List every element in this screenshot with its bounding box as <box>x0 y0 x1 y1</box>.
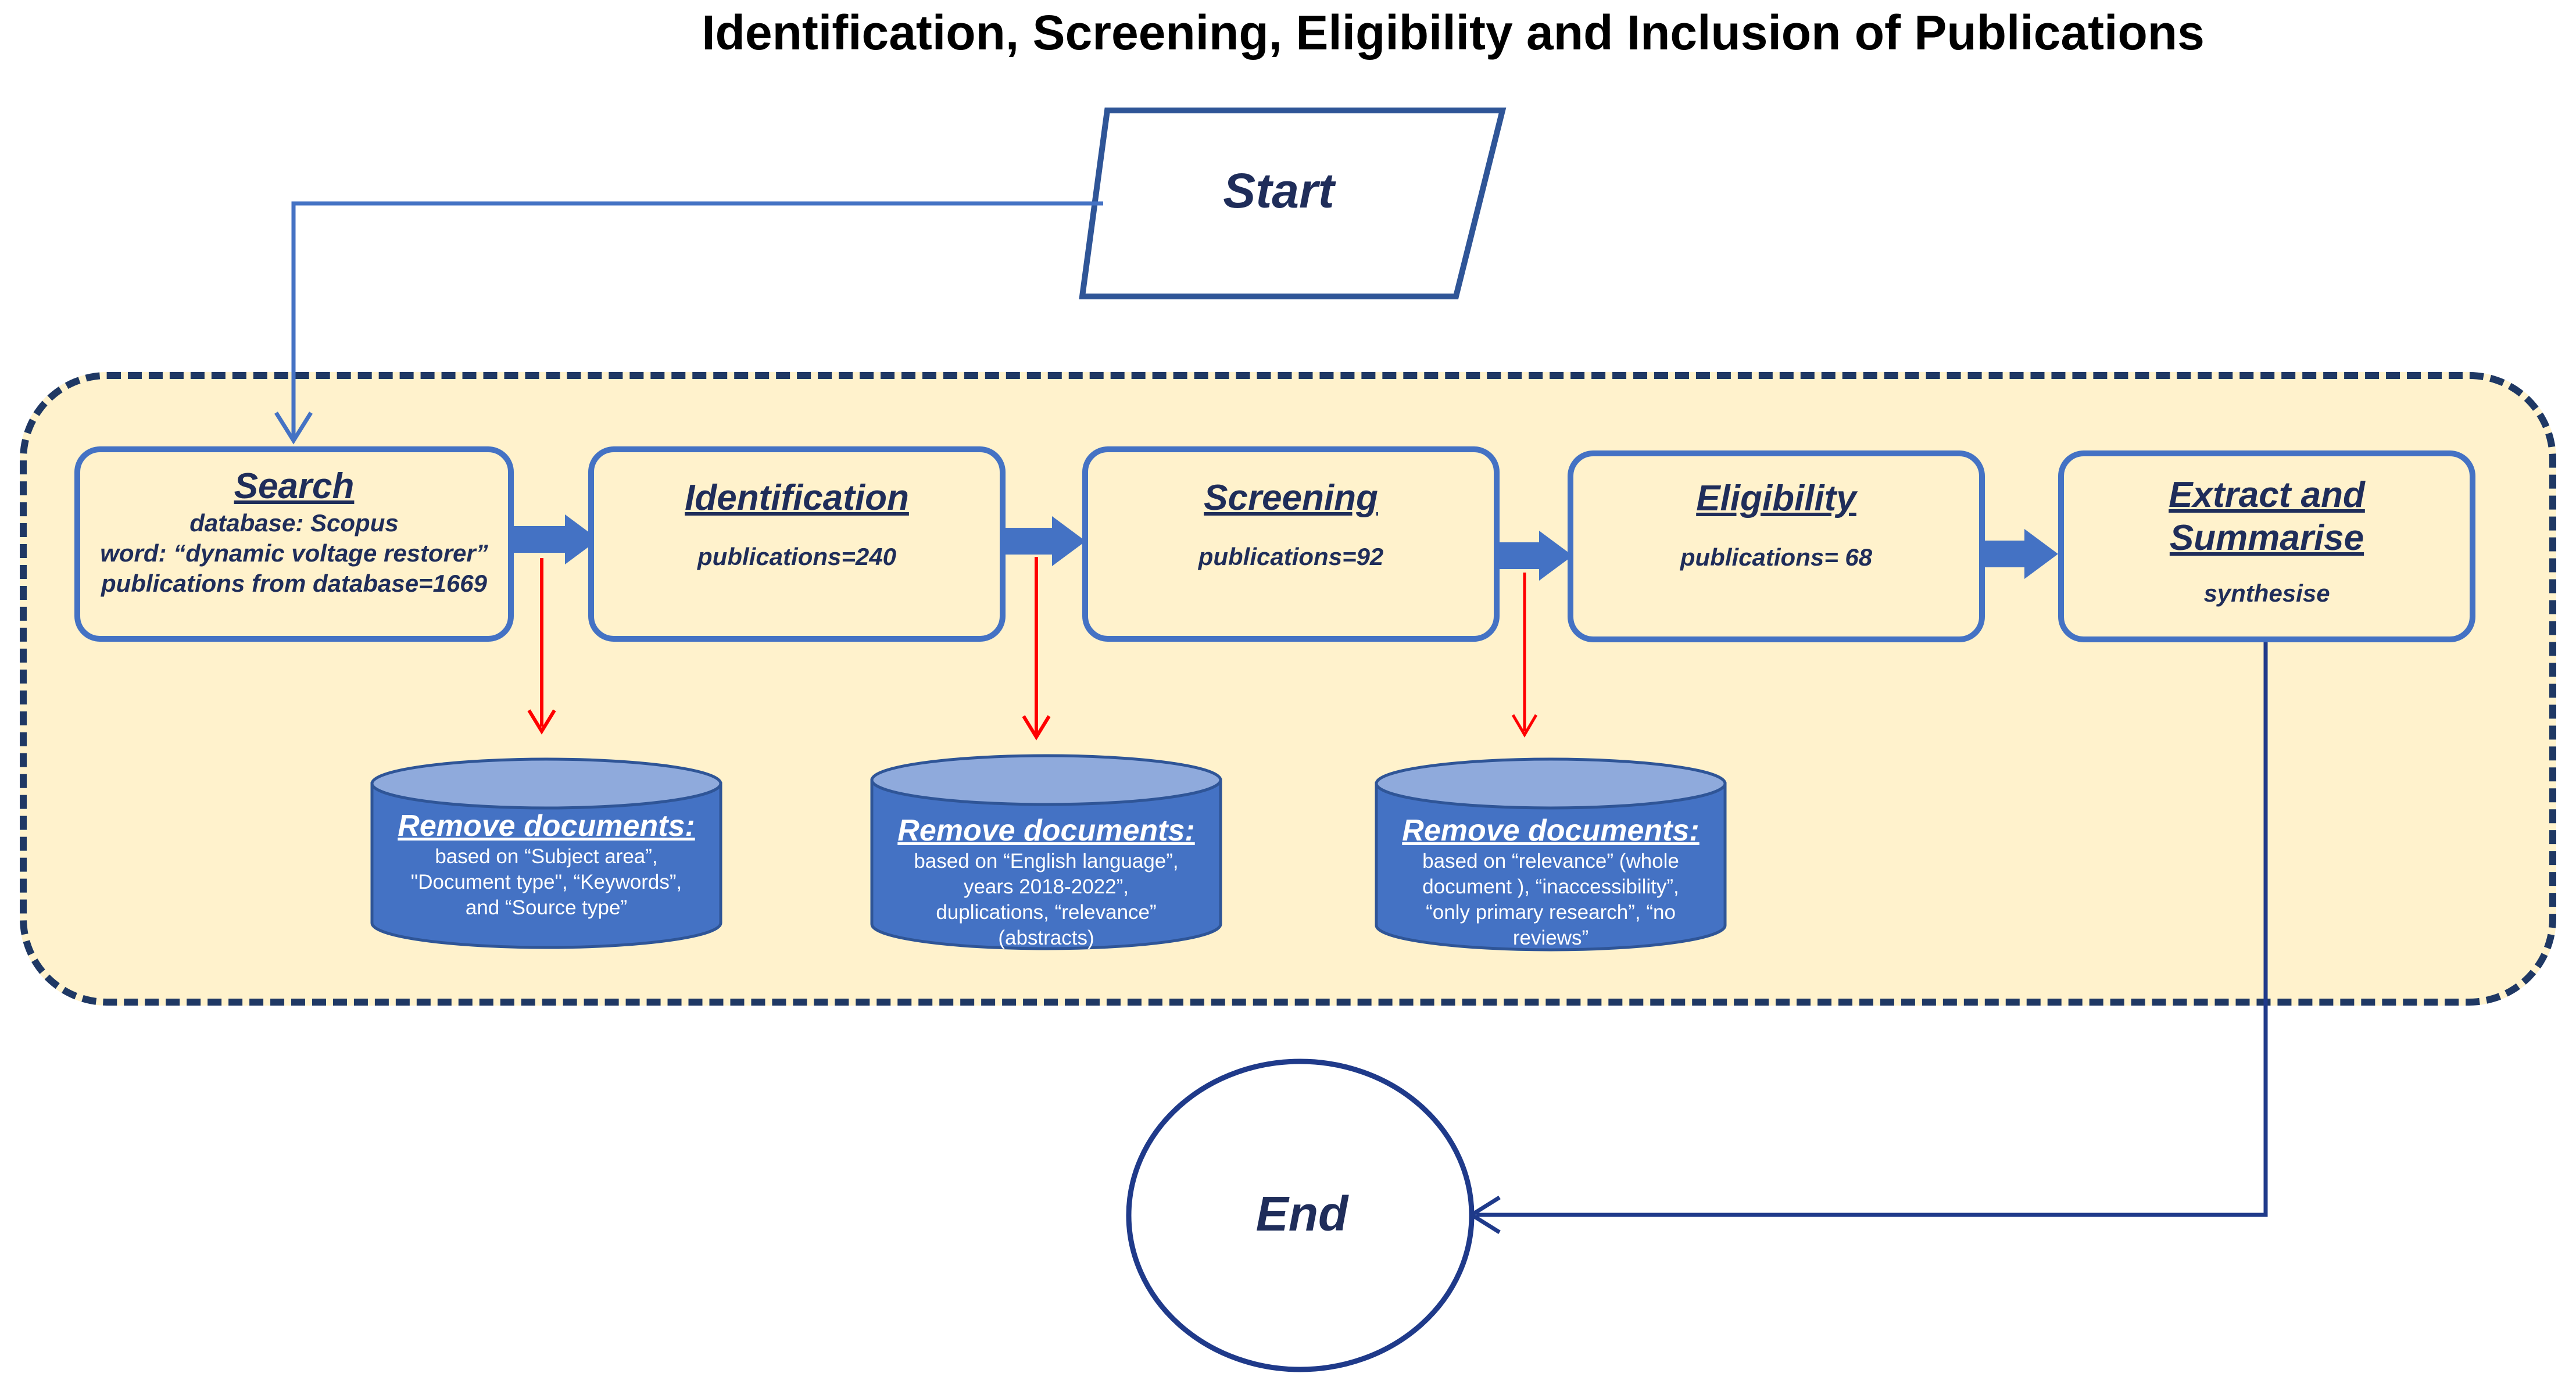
remove-documents-text-3: Remove documents: based on “relevance” (… <box>1376 813 1725 951</box>
step-search-heading: Search <box>234 466 355 506</box>
remove-documents-line: and “Source type” <box>465 896 628 919</box>
remove-documents-line: years 2018-2022”, <box>963 875 1129 898</box>
step-identification: Identification publications=240 <box>588 446 1006 642</box>
remove-documents-text-2: Remove documents: based on “English lang… <box>872 813 1221 951</box>
remove-documents-heading: Remove documents: <box>398 809 695 843</box>
flow-arrow-screening-eligibility <box>1495 531 1573 581</box>
remove-documents-line: duplications, “relevance” <box>936 901 1157 924</box>
remove-documents-cylinder-1 <box>370 757 722 949</box>
remove-arrow-2-head <box>1022 715 1051 741</box>
remove-documents-line: based on “English language”, <box>914 850 1179 872</box>
remove-arrow-3-head <box>1511 714 1538 738</box>
step-eligibility-line: publications= 68 <box>1680 543 1873 571</box>
remove-documents-line: “only primary research”, “no <box>1426 901 1676 924</box>
flow-arrow-identification-screening <box>1003 516 1086 566</box>
diagram-title: Identification, Screening, Eligibility a… <box>702 5 2205 60</box>
step-screening-line: publications=92 <box>1198 543 1384 570</box>
remove-documents-line: (abstracts) <box>998 927 1094 949</box>
remove-documents-text-1: Remove documents: based on “Subject area… <box>372 808 721 921</box>
remove-documents-cylinder-3 <box>1375 757 1727 952</box>
step-search-line: database: Scopus <box>189 509 399 537</box>
step-eligibility: Eligibility publications= 68 <box>1568 450 1985 642</box>
flow-arrow-search-identification <box>506 514 599 564</box>
remove-documents-line: document ), “inaccessibility”, <box>1422 875 1679 898</box>
remove-documents-line: based on “Subject area”, <box>435 845 658 868</box>
remove-documents-line: reviews” <box>1512 927 1589 949</box>
step-identification-line: publications=240 <box>697 543 896 570</box>
step-eligibility-heading: Eligibility <box>1696 478 1856 518</box>
end-terminal <box>1126 1058 1475 1372</box>
step-extract-heading: Summarise <box>2169 518 2364 558</box>
step-search-line: word: “dynamic voltage restorer” <box>100 539 488 567</box>
remove-documents-heading: Remove documents: <box>897 814 1195 847</box>
end-label: End <box>1255 1186 1348 1241</box>
step-screening: Screening publications=92 <box>1082 446 1500 642</box>
start-label: Start <box>1223 163 1334 218</box>
step-search-line: publications from database=1669 <box>101 570 488 597</box>
step-extract-summarise: Extract and Summarise synthesise <box>2058 450 2475 642</box>
remove-documents-heading: Remove documents: <box>1402 814 1700 847</box>
start-terminal <box>1079 108 1507 299</box>
extract-to-end-connector <box>1476 639 2268 1217</box>
step-screening-heading: Screening <box>1204 478 1378 518</box>
remove-arrow-1-head <box>527 709 556 735</box>
step-identification-heading: Identification <box>685 478 909 518</box>
start-connector-arrowhead <box>274 412 313 445</box>
step-search: Search database: Scopus word: “dynamic v… <box>74 446 514 642</box>
flow-arrow-eligibility-extract <box>1983 529 2058 579</box>
remove-documents-cylinder-2 <box>870 754 1222 950</box>
start-to-search-connector <box>291 201 1103 437</box>
step-extract-heading: Extract and <box>2169 475 2365 515</box>
remove-documents-line: based on “relevance” (whole <box>1422 850 1679 872</box>
remove-documents-line: "Document type", “Keywords”, <box>410 871 682 893</box>
step-extract-line: synthesise <box>2203 580 2330 607</box>
